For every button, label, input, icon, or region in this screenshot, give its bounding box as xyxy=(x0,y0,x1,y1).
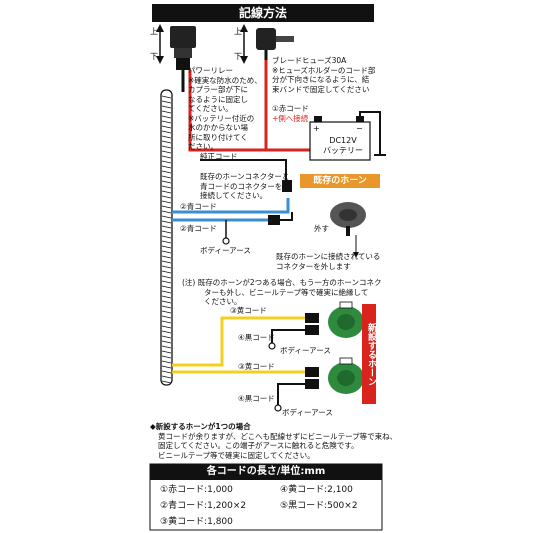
lengths-row: ②青コード:1,200×2 ⑤黒コード:500×2 xyxy=(160,498,380,514)
relay-line: ※確実な防水のため、 xyxy=(188,75,262,85)
up-label-right: 上 xyxy=(234,27,242,36)
relay-icon xyxy=(170,26,196,92)
existing-horn-tag: 既存のホーン xyxy=(300,174,380,188)
blue-cord-label-2: ②青コード xyxy=(180,224,217,233)
length-cell: ①赤コード:1,000 xyxy=(160,485,233,495)
fuse-title: ブレードヒューズ30A xyxy=(272,56,347,65)
length-cell: ⑤黒コード:500×2 xyxy=(280,501,358,511)
yellow-cord-label-bottom: ③黄コード xyxy=(238,362,275,371)
relay-line: ださい。 xyxy=(188,142,218,151)
up-label-left: 上 xyxy=(150,27,158,36)
down-label-right: 下 xyxy=(234,52,242,61)
relay-line: カプラー部が下に xyxy=(188,85,248,94)
red-cord-label: ①赤コード +側へ接続 xyxy=(272,104,309,123)
battery-minus: − xyxy=(356,124,363,133)
double-horn-note: (注) 既存のホーンが2つある場合、もう一方のホーンコネク ターも外し、ビニール… xyxy=(182,278,382,306)
remove-label: 外す xyxy=(314,224,329,233)
relay-line: 水のかからない場 xyxy=(188,123,248,132)
fuse-holder-icon xyxy=(256,28,294,60)
lengths-row: ③黄コード:1,800 xyxy=(160,514,380,530)
connector-note: 既存のホーンコネクターと 青コードのコネクターを 接続してください。 xyxy=(200,172,290,200)
fuse-line: 束バンドで固定してください xyxy=(272,84,370,94)
lengths-table: ①赤コード:1,000 ④黄コード:2,100 ②青コード:1,200×2 ⑤黒… xyxy=(160,482,380,530)
battery-plus: + xyxy=(313,124,320,133)
length-cell: ③黄コード:1,800 xyxy=(160,517,233,527)
relay-line: ※バッテリー付近の xyxy=(188,113,255,123)
down-label-left: 下 xyxy=(150,52,158,61)
black-cord-label-top: ④黒コード xyxy=(238,333,275,342)
body-earth-label-1: ボディーアース xyxy=(200,246,251,255)
length-cell: ②青コード:1,200×2 xyxy=(160,501,247,511)
blue-cord-wire-1 xyxy=(172,198,290,214)
length-cell: ④黄コード:2,100 xyxy=(280,485,353,495)
relay-title: パワーリレー xyxy=(188,66,233,75)
genuine-cord-label: 純正コード xyxy=(200,152,238,161)
black-cord-wire-bottom xyxy=(277,383,305,405)
orientation-arrow-left xyxy=(156,24,164,64)
body-earth-label-2: ボディーアース xyxy=(280,346,331,355)
relay-note: パワーリレー ※確実な防水のため、 カプラー部が下に なるように固定し てくださ… xyxy=(188,66,262,152)
fuse-note: ブレードヒューズ30A ※ヒューズホルダーのコード部 分が下向きになるように、結… xyxy=(272,56,375,94)
lengths-row: ①赤コード:1,000 ④黄コード:2,100 xyxy=(160,482,380,498)
black-cord-wire-top xyxy=(271,329,305,343)
orientation-arrow-right xyxy=(240,24,248,64)
relay-line: 所に取り付けてく xyxy=(188,132,248,142)
genuine-cord-wire xyxy=(200,159,287,180)
new-horn-tag: 新設するホーン xyxy=(362,304,376,404)
existing-horn-note: 既存のホーンに接続されている コネクターを外します xyxy=(276,252,381,271)
body-earth-label-3: ボディーアース xyxy=(282,408,333,417)
fuse-line: ※ヒューズホルダーのコード部 xyxy=(272,65,376,75)
blue-cord-label-1: ②青コード xyxy=(180,202,217,211)
page-title: 記線方法 xyxy=(152,4,374,22)
yellow-cord-wire-top xyxy=(172,316,305,367)
relay-line: てください。 xyxy=(188,104,233,113)
single-horn-note: ◆新設するホーンが1つの場合 黄コードが余りますが、どこへも配線せずにビニールテ… xyxy=(150,422,398,460)
new-horn-icon-top xyxy=(328,301,364,338)
battery-icon xyxy=(309,116,371,161)
fuse-line: 分が下向きになるように、結 xyxy=(272,75,370,84)
relay-line: なるように固定し xyxy=(188,94,248,104)
corrugated-harness xyxy=(160,89,173,386)
existing-horn-icon xyxy=(330,202,366,236)
black-cord-label-bottom: ④黒コード xyxy=(238,394,275,403)
yellow-cord-label-top: ③黄コード xyxy=(230,306,267,315)
lengths-title: 各コードの長さ/単位:mm xyxy=(150,464,382,480)
new-horn-icon-bottom xyxy=(328,357,364,394)
battery-label: DC12V バッテリー xyxy=(323,136,363,155)
